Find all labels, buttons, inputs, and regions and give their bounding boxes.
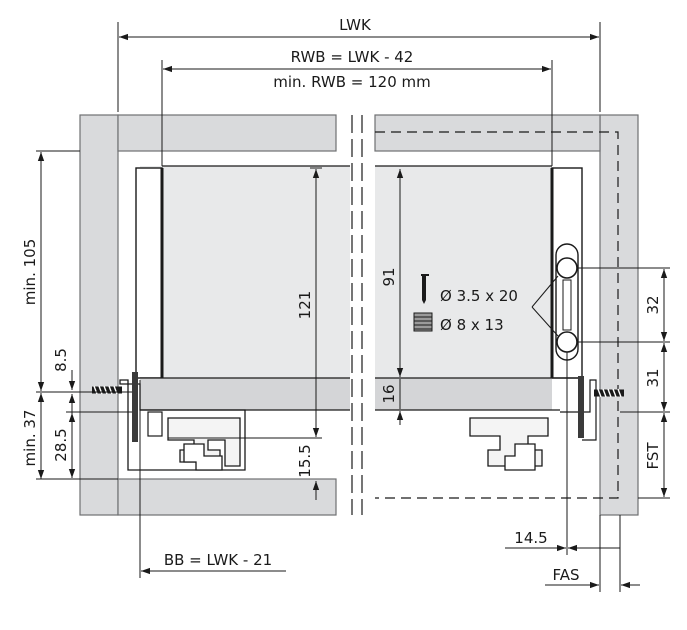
fas-label: FAS	[552, 566, 579, 584]
right-drawer-side	[375, 166, 552, 378]
d-8-5-label: 8.5	[52, 348, 70, 372]
min-rwb-label: min. RWB = 120 mm	[273, 73, 431, 91]
left-drawer-side	[140, 166, 350, 378]
right-cabinet-dashed-outline	[375, 131, 619, 499]
fixing-hole-lower	[556, 331, 578, 353]
min-105-label: min. 105	[21, 239, 39, 305]
left-screw	[92, 385, 122, 395]
d-28-5-label: 28.5	[52, 428, 70, 461]
d-91-label: 91	[380, 267, 398, 286]
d-15-5-label: 15.5	[296, 444, 314, 477]
screw-spec-label: Ø 3.5 x 20	[440, 287, 518, 305]
lwk-label: LWK	[339, 16, 372, 34]
cabinet-right	[374, 114, 639, 516]
dowel-icon	[413, 312, 433, 332]
cabinet-left	[79, 114, 337, 516]
left-side-panel	[79, 114, 119, 516]
min-37-label: min. 37	[21, 410, 39, 467]
right-drawer-bottom	[375, 378, 552, 410]
left-bottom-panel	[117, 478, 337, 516]
d-14-5-label: 14.5	[514, 529, 547, 547]
right-screw	[594, 388, 624, 398]
d-32-label: 32	[644, 295, 662, 314]
hardware-callout: Ø 3.5 x 20 Ø 8 x 13	[413, 274, 559, 337]
d-16-label: 16	[380, 384, 398, 403]
left-drawer-bottom	[140, 378, 350, 410]
fst-label: FST	[644, 442, 662, 470]
fixing-hole-upper	[556, 257, 578, 279]
left-rail-outer	[119, 379, 246, 471]
drawer-right	[375, 131, 624, 499]
right-top-panel	[374, 114, 601, 152]
screw-icon	[421, 274, 429, 304]
dowel-spec-label: Ø 8 x 13	[440, 316, 504, 334]
rwb-label: RWB = LWK - 42	[291, 48, 414, 66]
left-drawer-wall	[135, 167, 163, 379]
right-side-panel	[599, 114, 639, 516]
bb-label: BB = LWK - 21	[164, 551, 272, 569]
left-top-panel	[117, 114, 337, 152]
d-31-label: 31	[644, 368, 662, 387]
d-121-label: 121	[296, 291, 314, 320]
